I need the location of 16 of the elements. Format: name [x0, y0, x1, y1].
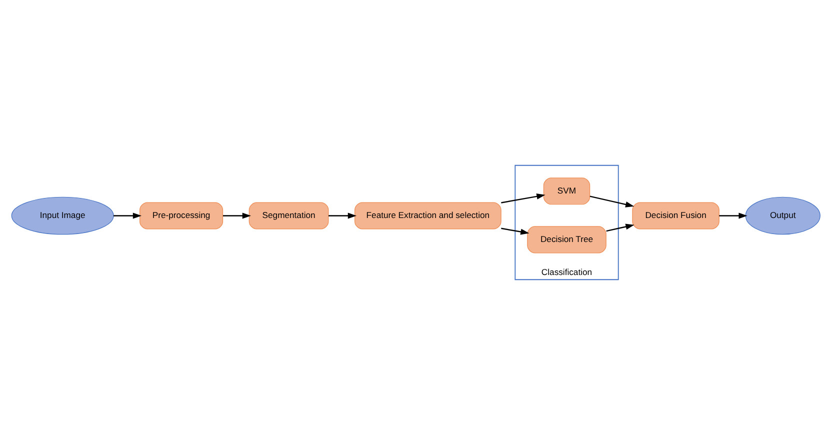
node-ellipse: Input Image [11, 196, 114, 235]
arrow [719, 212, 748, 219]
arrow [328, 212, 356, 219]
arrow [590, 196, 634, 208]
arrow [501, 193, 546, 204]
node-box: SVM [543, 178, 590, 205]
node-box: Pre-processing [140, 202, 224, 230]
node-ellipse: Output [745, 196, 820, 235]
arrow [501, 228, 530, 235]
node-box: Segmentation [248, 202, 329, 230]
node-box: Feature Extraction and selection [354, 202, 502, 230]
node-box: Decision Tree [527, 226, 606, 254]
arrow [223, 212, 251, 219]
node-box: Decision Fusion [632, 202, 720, 230]
arrow [114, 212, 142, 219]
arrow [606, 224, 634, 232]
